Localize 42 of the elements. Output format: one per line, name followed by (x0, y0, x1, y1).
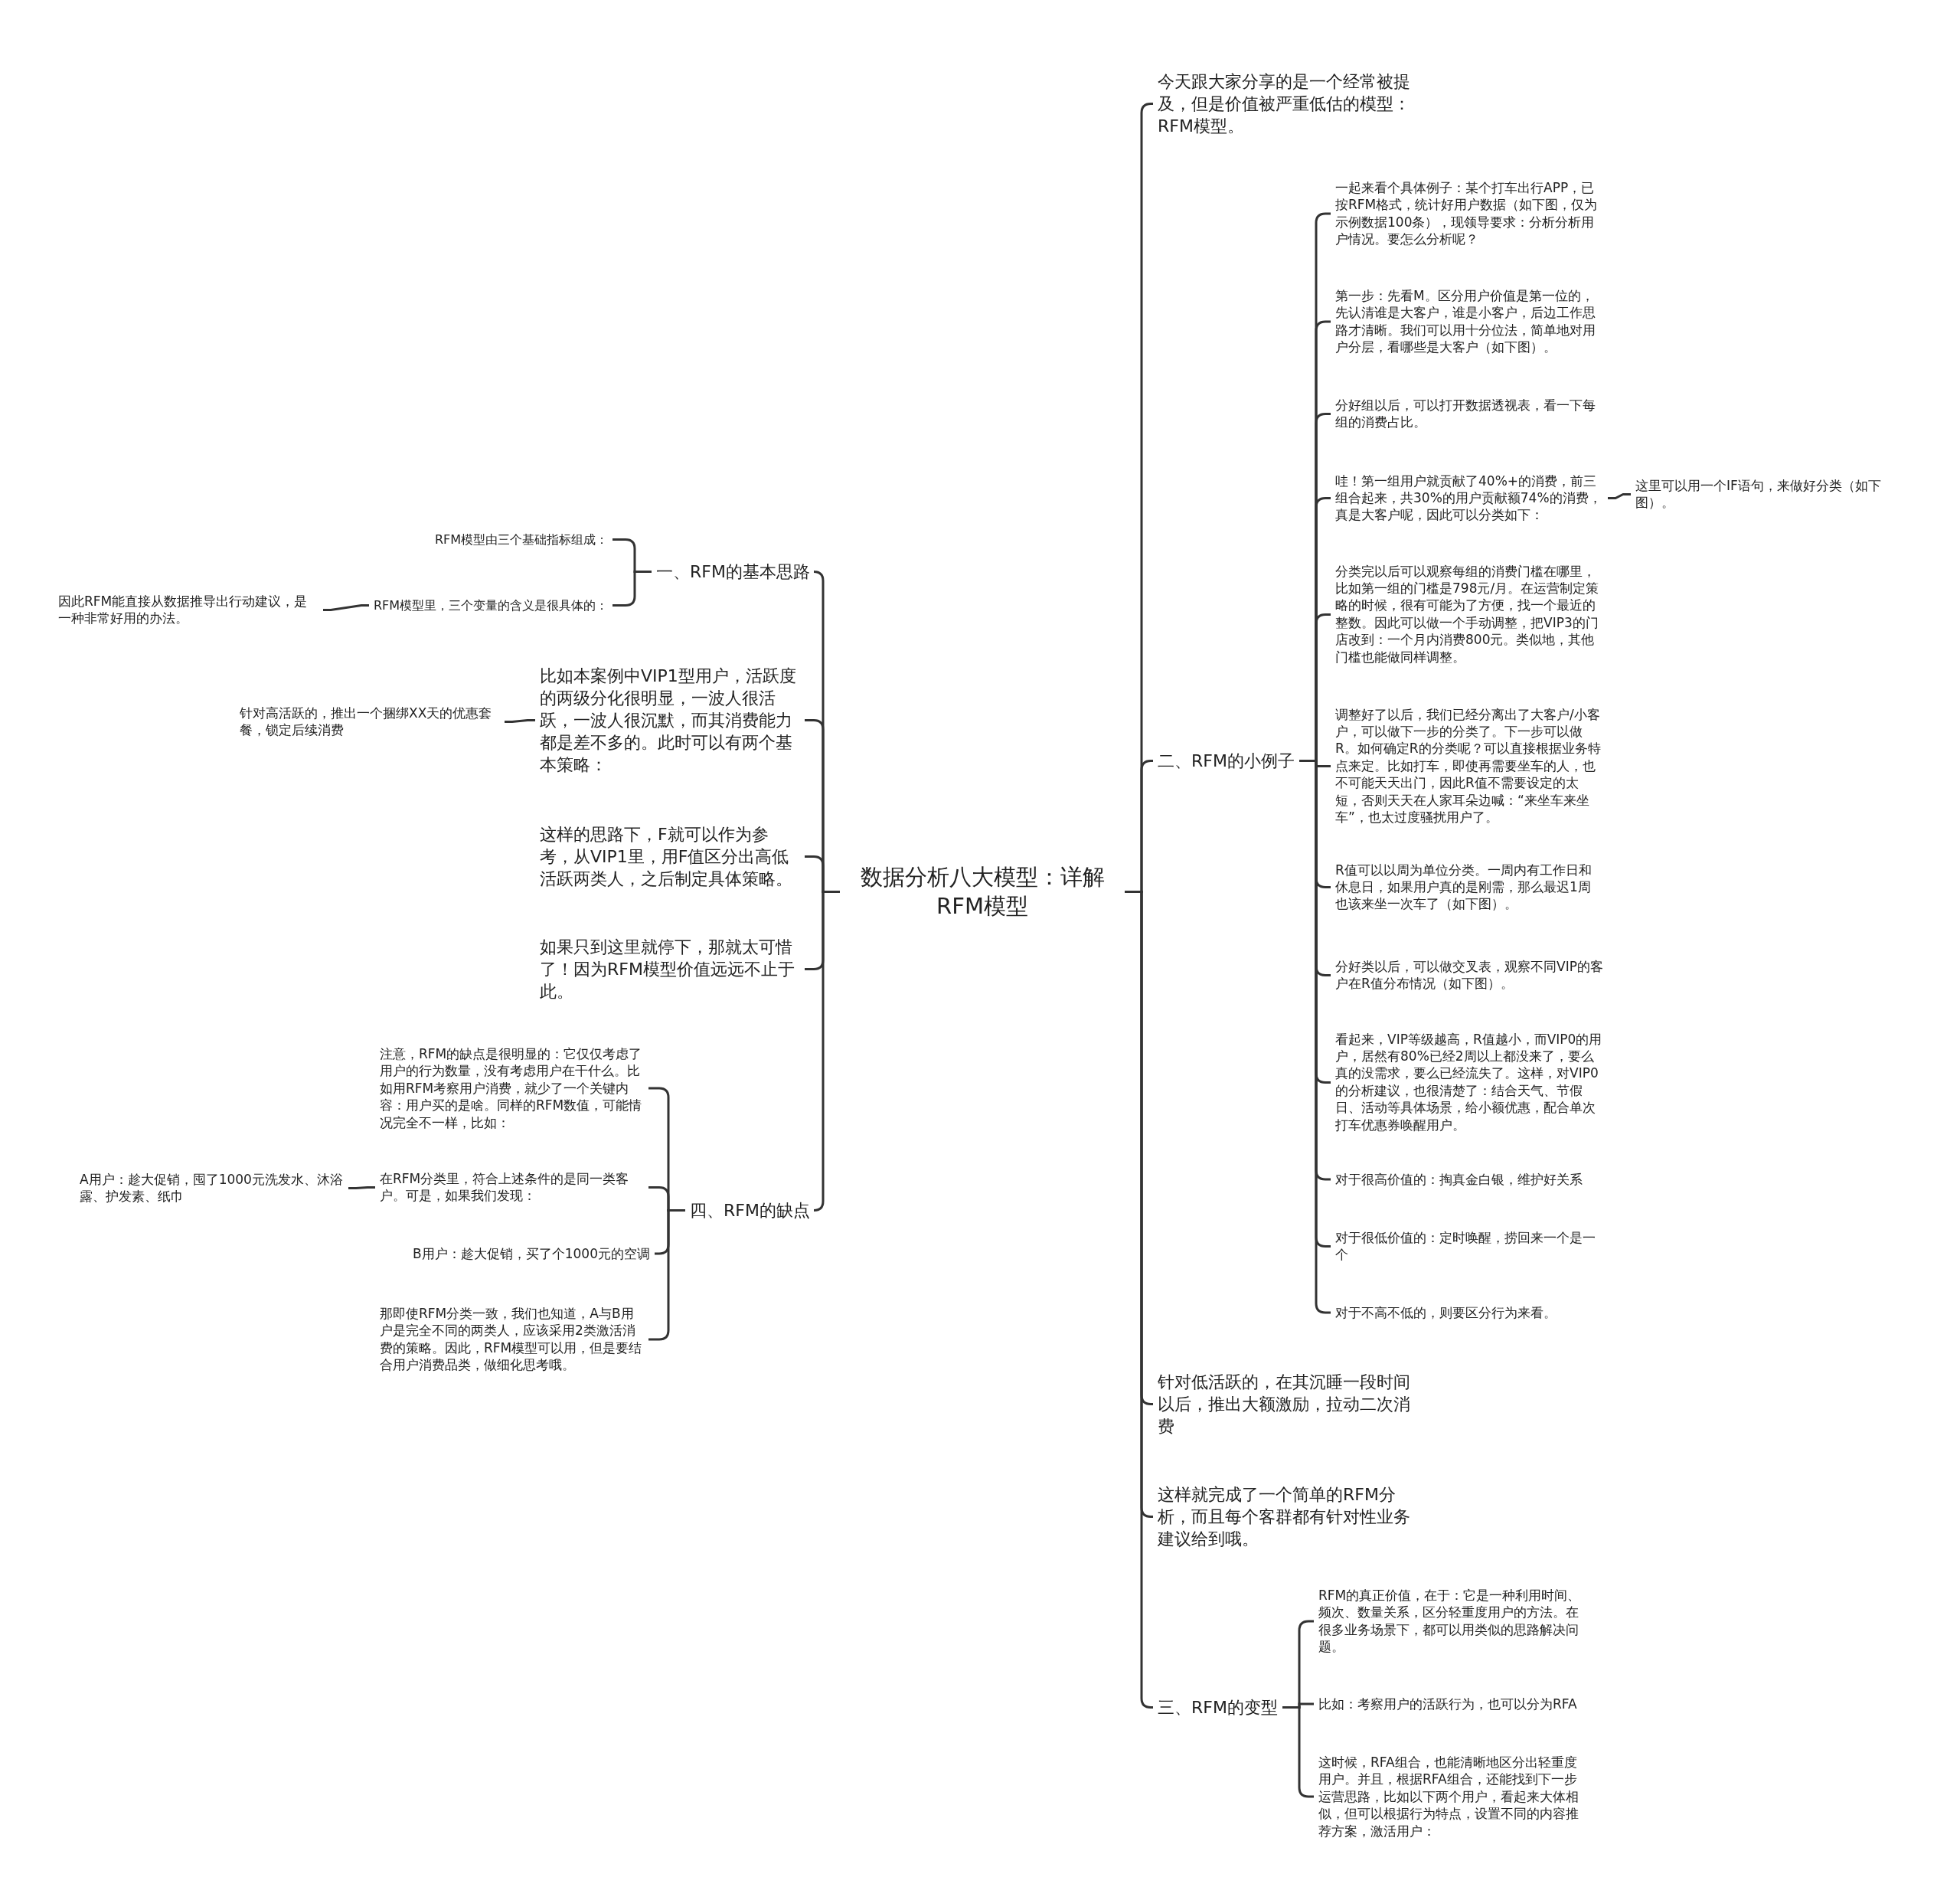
topic-text: 二、RFM的小例子 (1158, 749, 1295, 772)
topic-text: RFM模型里，三个变量的含义是很具体的： (373, 597, 608, 613)
topic-text: 针对低活跃的，在其沉睡一段时间以后，推出大额激励，拉动二次消费 (1158, 1370, 1422, 1437)
topic-text: RFM的真正价值，在于：它是一种利用时间、频次、数量关系，区分轻重度用户的方法。在很多业务场景下，都可以用类似的思路解决问题。 (1318, 1587, 1586, 1656)
connector-line (505, 719, 535, 723)
topic-text: B用户：趁大促销，买了个1000元的空调 (413, 1245, 650, 1263)
connector-line (348, 1186, 375, 1189)
topic-text: 一、RFM的基本思路 (656, 560, 810, 583)
topic-text: 在RFM分类里，符合上述条件的是同一类客户。可是，如果我们发现： (380, 1169, 644, 1205)
topic-text: 对于不高不低的，则要区分行为来看。 (1335, 1304, 1557, 1322)
connector-line (812, 891, 840, 1212)
topic-text: 对于很高价值的：掏真金白银，维护好关系 (1335, 1171, 1583, 1189)
topic-text: 这样就完成了一个简单的RFM分析，而且每个客群都有针对性业务建议给到哦。 (1158, 1483, 1422, 1550)
topic-text: 因此RFM能直接从数据推导出行动建议，是一种非常好用的办法。 (58, 592, 318, 627)
topic-text: 针对高活跃的，推出一个捆绑XX天的优惠套餐，锁定后续消费 (240, 704, 500, 739)
connector-line (612, 571, 652, 607)
topic-text: RFM模型由三个基础指标组成： (434, 531, 608, 548)
topic-text: 这样的思路下，F就可以作为参考，从VIP1里，用F值区分出高低活跃两类人，之后制定具体策略。 (540, 822, 800, 890)
topic-text: 对于很低价值的：定时唤醒，捞回来一个是一个 (1335, 1228, 1603, 1264)
connector-line (1608, 493, 1631, 499)
topic-text: 今天跟大家分享的是一个经常被提及，但是价值被严重低估的模型：RFM模型。 (1158, 70, 1422, 137)
topic-text: 调整好了以后，我们已经分离出了大客户/小客户，可以做下一步的分类了。下一步可以做R。如何确定R的分类呢？可以直接根据业务特点来定。比如打车，即使再需要坐车的人，也不可能天天出门，因此R值不需要设定的太短，否则天天在人家耳朵边喊：“来坐车来坐车”，也太过度骚扰用户了。 (1335, 705, 1603, 826)
topic-text: 三、RFM的变型 (1158, 1696, 1278, 1719)
topic-text: 这里可以用一个IF语句，来做好分类（如下图）。 (1635, 476, 1903, 512)
topic-text: R值可以以周为单位分类。一周内有工作日和休息日，如果用户真的是刚需，那么最迟1周也该来坐一次车了（如下图）。 (1335, 861, 1603, 913)
topic-text: 四、RFM的缺点 (690, 1199, 810, 1221)
topic-text: 一起来看个具体例子：某个打车出行APP，已按RFM格式，统计好用户数据（如下图，仅为示例数据100条），现领导要求：分析分析用户情况。要怎么分析呢？ (1335, 179, 1603, 248)
topic-text: 分好组以后，可以打开数据透视表，看一下每组的消费占比。 (1335, 396, 1603, 431)
topic-text: 比如本案例中VIP1型用户，活跃度的两级分化很明显，一波人很活跃，一波人很沉默，而其消费能力都是差不多的。此时可以有两个基本策略： (540, 664, 800, 776)
connector-line (323, 604, 369, 611)
topic-text: 那即使RFM分类一致，我们也知道，A与B用户是完全不同的两类人，应该采用2类激活消费的策略。因此，RFM模型可以用，但是要结合用户消费品类，做细化思考哦。 (380, 1305, 644, 1374)
topic-text: 比如：考察用户的活跃行为，也可以分为RFA (1318, 1696, 1577, 1713)
topic-text: A用户：趁大促销，囤了1000元洗发水、沐浴露、护发素、纸巾 (80, 1170, 344, 1205)
topic-text: 分好类以后，可以做交叉表，观察不同VIP的客户在R值分布情况（如下图）。 (1335, 957, 1603, 993)
topic-text: 这时候，RFA组合，也能清晰地区分出轻重度用户。并且，根据RFA组合，还能找到下一步运营思路，比如以下两个用户，看起来大体相似，但可以根据行为特点，设置不同的内容推荐方案，激活用户： (1318, 1754, 1586, 1840)
topic-text: 哇！第一组用户就贡献了40%+的消费，前三组合起来，共30%的用户贡献额74%的消费，真是大客户呢，因此可以分类如下： (1335, 472, 1603, 524)
topic-text: 注意，RFM的缺点是很明显的：它仅仅考虑了用户的行为数量，没有考虑用户在干什么。比如用RFM考察用户消费，就少了一个关键内容：用户买的是啥。同样的RFM数值，可能情况完全不一样，比如： (380, 1045, 644, 1132)
topic-text: 分类完以后可以观察每组的消费门槛在哪里，比如第一组的门槛是798元/月。在运营制定策略的时候，很有可能为了方便，找一个最近的整数。因此可以做一个手动调整，把VIP3的门店改到：一个月内消费800元。类似地，其他门槛也能做同样调整。 (1335, 562, 1603, 666)
central-topic: 数据分析八大模型：详解RFM模型 (844, 862, 1120, 921)
topic-text: 看起来，VIP等级越高，R值越小，而VIP0的用户，居然有80%已经2周以上都没来了，要么真的没需求，要么已经流失了。这样，对VIP0的分析建议，也很清楚了：结合天气、节假日、活动等具体场景，给小额优惠，配合单次打车优惠券唤醒用户。 (1335, 1030, 1603, 1134)
topic-text: 如果只到这里就停下，那就太可惜了！因为RFM模型价值远远不止于此。 (540, 935, 800, 1002)
topic-text: 第一步：先看M。区分用户价值是第一位的，先认清谁是大客户，谁是小客户，后边工作思路才清晰。我们可以用十分位法，简单地对用户分层，看哪些是大客户（如下图）。 (1335, 287, 1603, 356)
